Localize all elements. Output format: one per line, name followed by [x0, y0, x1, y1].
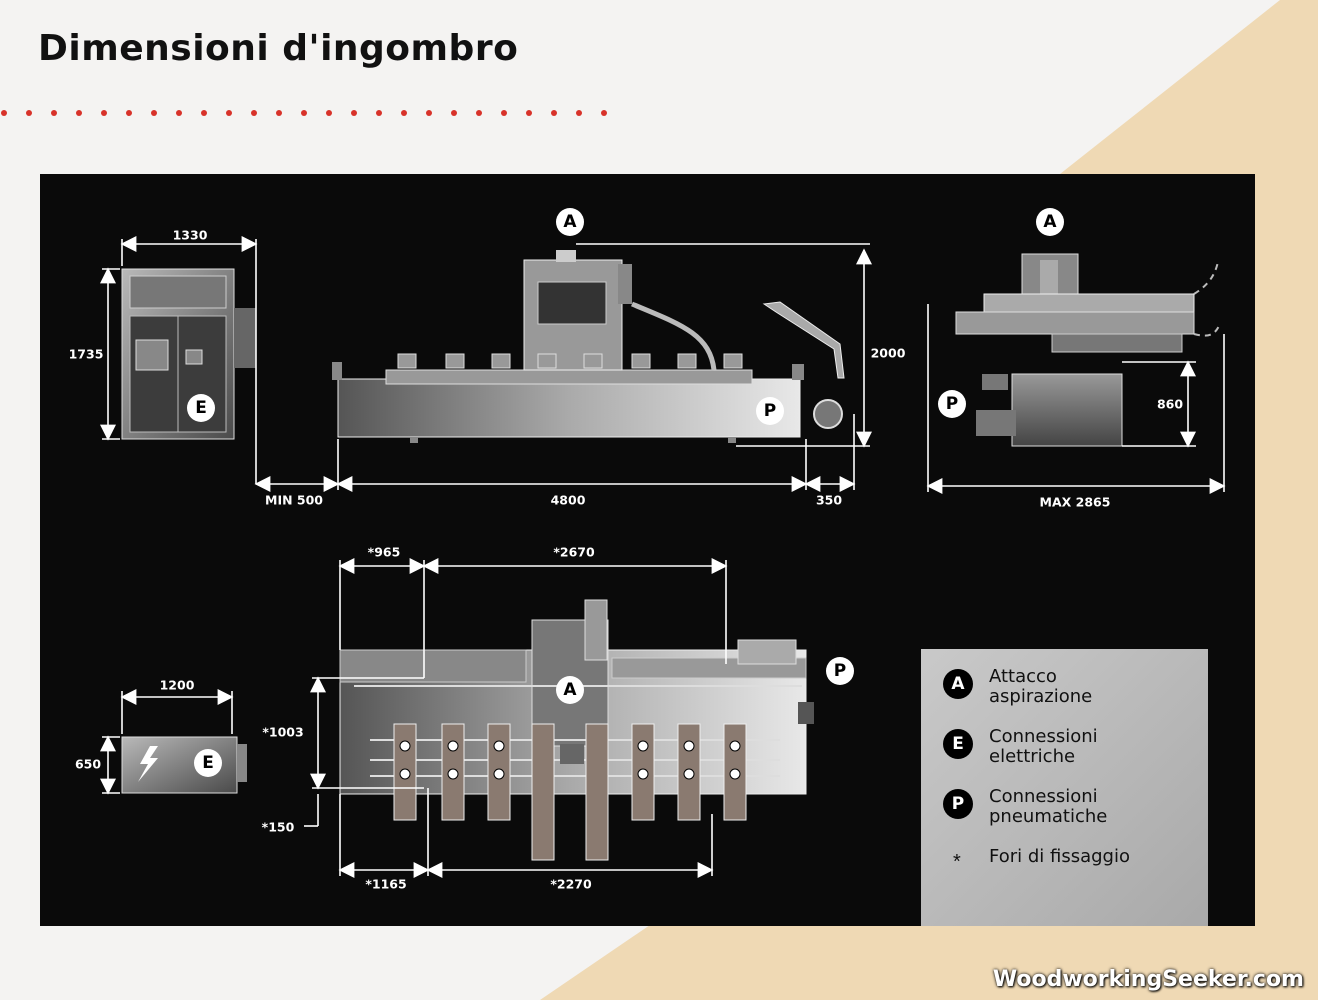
dim-top-offset-left: *965: [367, 544, 401, 560]
legend-symbol: A: [943, 669, 973, 699]
dim-machine-height: 2000: [870, 345, 906, 361]
dim-unit-height: 650: [74, 756, 102, 772]
legend-symbol: E: [943, 729, 973, 759]
dim-unit-width: 1200: [159, 677, 195, 693]
legend-label: Attacco aspirazione: [989, 666, 1093, 707]
machine-end-view-drawing: [955, 253, 1221, 447]
dimension-lines: [100, 236, 1226, 878]
legend-symbol: P: [943, 789, 973, 819]
electrical-cabinet-drawing: [121, 268, 256, 440]
legend-box: A Attacco aspirazione E Connessioni elet…: [921, 649, 1208, 926]
suction-port-badge-end: A: [1036, 208, 1064, 236]
watermark: WoodworkingSeeker.com: [992, 967, 1304, 992]
pneumatic-badge-plan: P: [826, 657, 854, 685]
dim-side-height: 860: [1156, 396, 1184, 412]
legend-symbol: *: [953, 851, 961, 873]
legend-label: Connessioni pneumatiche: [989, 786, 1108, 827]
electrical-badge-cabinet: E: [187, 394, 215, 422]
dim-bottom-span: *2270: [550, 876, 592, 892]
dim-min-clearance: MIN 500: [265, 492, 323, 508]
machine-plan-view-drawing: [339, 599, 814, 861]
legend-label: Connessioni elettriche: [989, 726, 1098, 767]
pneumatic-badge-side: P: [756, 397, 784, 425]
suction-port-badge-side: A: [556, 208, 584, 236]
title-underline-dots: [1, 110, 607, 116]
dim-cabinet-height: 1735: [68, 346, 104, 362]
drawing-panel: 1330 1735 MIN 500 4800 350 2000 860 MAX …: [40, 174, 1255, 926]
small-electrical-unit-drawing: [121, 736, 247, 794]
pneumatic-badge-end: P: [938, 390, 966, 418]
dim-plan-offset: *150: [261, 819, 295, 835]
machine-side-view-drawing: [332, 250, 845, 443]
legend-label: Fori di fissaggio: [989, 846, 1130, 867]
dim-right-clearance: 350: [815, 492, 843, 508]
dim-plan-depth: *1003: [262, 724, 304, 740]
dim-machine-length: 4800: [550, 492, 586, 508]
dim-cabinet-width: 1330: [172, 227, 208, 243]
page-title: Dimensioni d'ingombro: [38, 28, 519, 69]
machine-drawings: [100, 236, 1226, 878]
electrical-badge-unit: E: [194, 749, 222, 777]
suction-port-badge-plan: A: [556, 676, 584, 704]
dim-top-span: *2670: [553, 544, 595, 560]
dim-max-depth: MAX 2865: [1039, 494, 1111, 510]
dim-bottom-offset-left: *1165: [365, 876, 407, 892]
